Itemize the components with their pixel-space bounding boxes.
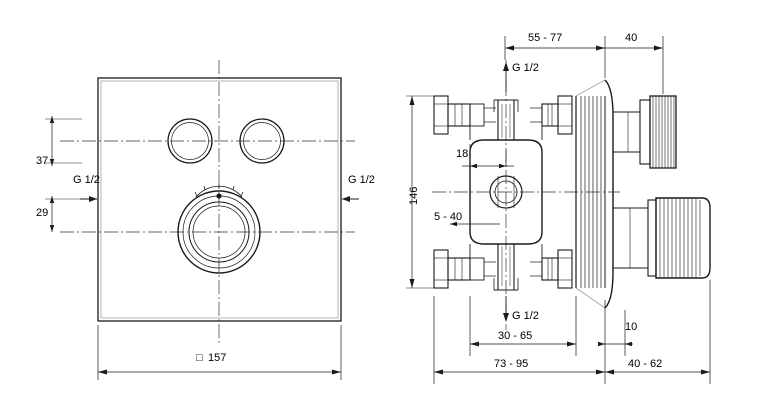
body-center-bore-outer: [489, 175, 523, 209]
side-dim-18-label: 18: [456, 148, 469, 160]
lower-right-connection: [530, 244, 573, 289]
side-dim-5-40: [450, 216, 500, 232]
side-dim-40-62-label: 40 - 62: [628, 358, 663, 370]
bottom-inlet-port: [493, 244, 519, 291]
handle-right-outer: [239, 118, 285, 164]
front-dim-37-label: 37: [36, 155, 49, 167]
side-dim-146: [406, 95, 436, 289]
thermostat-handle-ring2: [188, 201, 250, 263]
handle-left-inner: [171, 122, 209, 160]
front-g12-right-label: G 1/2: [348, 174, 375, 186]
top-flow-arrow: [503, 62, 509, 92]
front-g12-left-label: G 1/2: [73, 174, 100, 186]
side-g12-bottom-label: G 1/2: [512, 310, 539, 322]
body-center-bore-inner: [494, 180, 518, 204]
front-inlet-arrow-right: [342, 196, 359, 202]
wall-plate-layers: [575, 79, 614, 309]
front-dim-157: [97, 325, 342, 380]
side-dim-18: [462, 144, 514, 169]
lower-left-connection: [433, 244, 496, 289]
front-centerlines: [60, 60, 355, 345]
side-dim-55-77-label: 55 - 77: [528, 32, 563, 44]
side-dim-146-label: 146: [408, 186, 420, 205]
temperature-scale-marker: [216, 193, 222, 199]
thermostat-handle-ring3: [192, 205, 246, 259]
thermostat-handle-outer: [177, 190, 261, 274]
temperature-scale-ticks: [194, 184, 244, 197]
front-inlet-arrow-left: [80, 196, 97, 202]
side-dim-73-95: [433, 296, 606, 384]
upper-right-connection: [530, 95, 573, 140]
side-centerlines: [432, 60, 620, 330]
front-dim-157-label: 157: [208, 352, 227, 364]
side-dim-30-65: [469, 296, 577, 356]
front-dim-37: [45, 116, 82, 166]
side-dim-10-label: 10: [625, 321, 638, 333]
side-dim-73-95-label: 73 - 95: [494, 358, 529, 370]
side-g12-top-label: G 1/2: [512, 62, 539, 74]
side-dim-5-40-label: 5 - 40: [434, 211, 463, 223]
side-upper-handle: [613, 95, 677, 169]
side-dim-10: [598, 300, 633, 356]
concealed-body-outline: [469, 139, 543, 245]
side-dim-55-77: [504, 36, 606, 78]
top-outlet-port: [493, 99, 519, 140]
side-dim-30-65-label: 30 - 65: [498, 330, 533, 342]
front-plate-outline: [97, 77, 342, 322]
front-dim-29-label: 29: [36, 207, 49, 219]
side-dim-40-62: [605, 280, 711, 384]
side-lower-handle: [613, 197, 711, 279]
front-plate-inner-edge: [100, 80, 339, 319]
handle-left-outer: [167, 118, 213, 164]
side-dim-40: [605, 36, 664, 94]
upper-left-connection: [433, 95, 496, 140]
side-dim-40-label: 40: [625, 32, 638, 44]
front-dim-29: [45, 196, 82, 232]
bottom-flow-arrow: [503, 296, 509, 322]
handle-right-inner: [243, 122, 281, 160]
front-square-symbol-label: □: [196, 352, 203, 364]
